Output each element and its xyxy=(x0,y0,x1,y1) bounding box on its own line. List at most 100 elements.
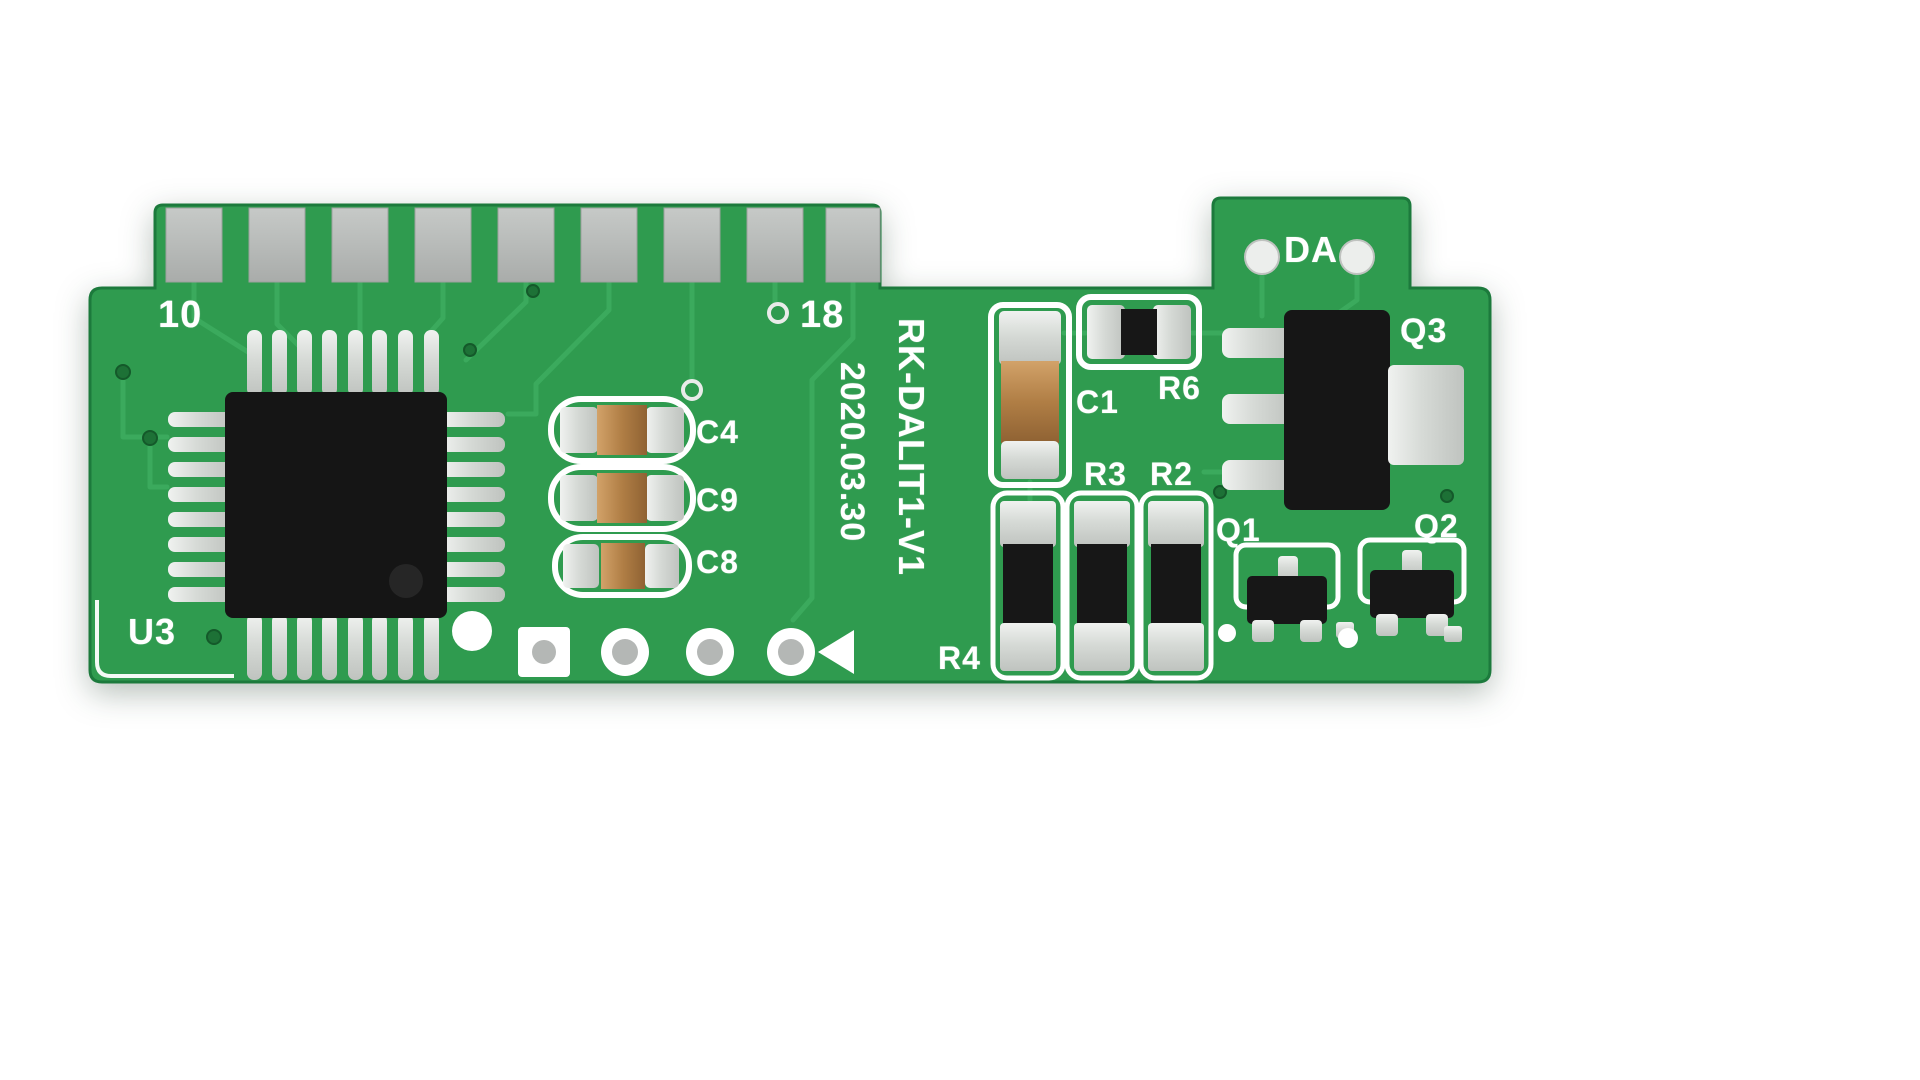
via xyxy=(463,343,477,357)
q3-lead xyxy=(1222,328,1292,358)
res-pad xyxy=(1087,305,1125,359)
chip-pin xyxy=(168,487,232,502)
res-pad xyxy=(1148,501,1204,547)
chip-pin xyxy=(348,614,363,680)
resistor-r2 xyxy=(1148,501,1204,671)
q1-lead xyxy=(1278,556,1298,582)
silkscreen-ref-r2: R2 xyxy=(1150,456,1193,492)
q2-body xyxy=(1370,570,1454,618)
silkscreen-ref-q1: Q1 xyxy=(1216,512,1261,548)
silkscreen-ref-r3: R3 xyxy=(1084,456,1127,492)
chip-pin xyxy=(441,512,505,527)
silkscreen-ref-r4: R4 xyxy=(938,640,981,676)
test-pad xyxy=(1338,628,1358,648)
chip-pin xyxy=(168,562,232,577)
chip-pin xyxy=(441,537,505,552)
chip-pin xyxy=(322,330,337,396)
silkscreen-ref-c4: C4 xyxy=(696,414,739,450)
chip-pin xyxy=(441,412,505,427)
connector-finger xyxy=(414,207,472,283)
q2-lead xyxy=(1426,614,1448,636)
chip-pin xyxy=(272,614,287,680)
cap-body xyxy=(597,405,647,455)
u3-pins xyxy=(247,330,439,680)
cap-body xyxy=(1001,361,1059,443)
capacitor-c9 xyxy=(560,473,684,523)
connector-finger xyxy=(497,207,555,283)
q1-lead xyxy=(1300,620,1322,642)
cap-pad xyxy=(646,407,684,453)
chip-pin xyxy=(247,614,262,680)
chip-pin xyxy=(441,562,505,577)
res-body xyxy=(1077,544,1127,626)
chip-pin xyxy=(247,330,262,396)
q3-body xyxy=(1284,310,1390,510)
spare-pads xyxy=(1218,622,1462,648)
chip-pin xyxy=(322,614,337,680)
chip-pin xyxy=(441,462,505,477)
pad-hole xyxy=(612,639,638,665)
silkscreen-ref-q3: Q3 xyxy=(1400,312,1448,350)
cap-body xyxy=(597,473,647,523)
res-pad xyxy=(1148,623,1204,671)
silkscreen-outlines xyxy=(548,294,1467,681)
res-pad xyxy=(1000,623,1056,671)
chip-pin xyxy=(168,537,232,552)
ic-u3 xyxy=(168,330,505,680)
chip-pin xyxy=(348,330,363,396)
resistor-r3 xyxy=(1074,501,1130,671)
res-pad xyxy=(1000,501,1056,547)
via-ring xyxy=(681,379,703,401)
resistor-r4 xyxy=(1000,501,1056,671)
chip-pin xyxy=(272,330,287,396)
silkscreen-ref-u3: U3 xyxy=(128,611,177,652)
silkscreen-da: DA xyxy=(1284,229,1338,270)
q3-lead xyxy=(1222,460,1292,490)
chip-pin xyxy=(372,330,387,396)
via xyxy=(142,430,158,446)
pad-hole xyxy=(697,639,723,665)
connector-finger xyxy=(580,207,638,283)
chip-pin1-dot xyxy=(389,564,423,598)
silkscreen-ref-r6: R6 xyxy=(1158,370,1201,406)
silkscreen-date: 2020.03.30 xyxy=(833,362,871,543)
res-pad xyxy=(1074,501,1130,547)
res-body xyxy=(1003,544,1053,626)
res-body xyxy=(1121,309,1157,355)
chip-pin xyxy=(424,330,439,396)
connector-finger xyxy=(331,207,389,283)
q2-lead xyxy=(1402,550,1422,576)
transistor-q2 xyxy=(1370,550,1454,636)
chip-pin xyxy=(297,330,312,396)
capacitor-c4 xyxy=(560,405,684,455)
chip-pin xyxy=(441,587,505,602)
chip-pin xyxy=(441,487,505,502)
chip-pin xyxy=(168,512,232,527)
via xyxy=(115,364,131,380)
capacitor-c1 xyxy=(999,311,1061,479)
u3-pins-side xyxy=(168,412,505,602)
q3-lead xyxy=(1222,394,1292,424)
chip-body xyxy=(225,392,447,618)
cap-pad xyxy=(563,544,599,588)
cap-body xyxy=(601,543,645,589)
chip-pin xyxy=(168,462,232,477)
chip-pin xyxy=(398,330,413,396)
res-pad xyxy=(1074,623,1130,671)
cap-pad xyxy=(560,407,598,453)
mount-pad xyxy=(452,611,492,651)
q2-lead xyxy=(1376,614,1398,636)
via xyxy=(1213,485,1227,499)
vias xyxy=(115,284,1454,645)
res-pad xyxy=(1153,305,1191,359)
chip-pin xyxy=(372,614,387,680)
connector-finger xyxy=(746,207,804,283)
connector-finger xyxy=(165,207,223,283)
connector-finger xyxy=(248,207,306,283)
silkscreen-pin18: 18 xyxy=(800,294,845,336)
silkscreen-ref-c1: C1 xyxy=(1076,384,1119,420)
chip-pin xyxy=(168,437,232,452)
chip-pin xyxy=(168,587,232,602)
